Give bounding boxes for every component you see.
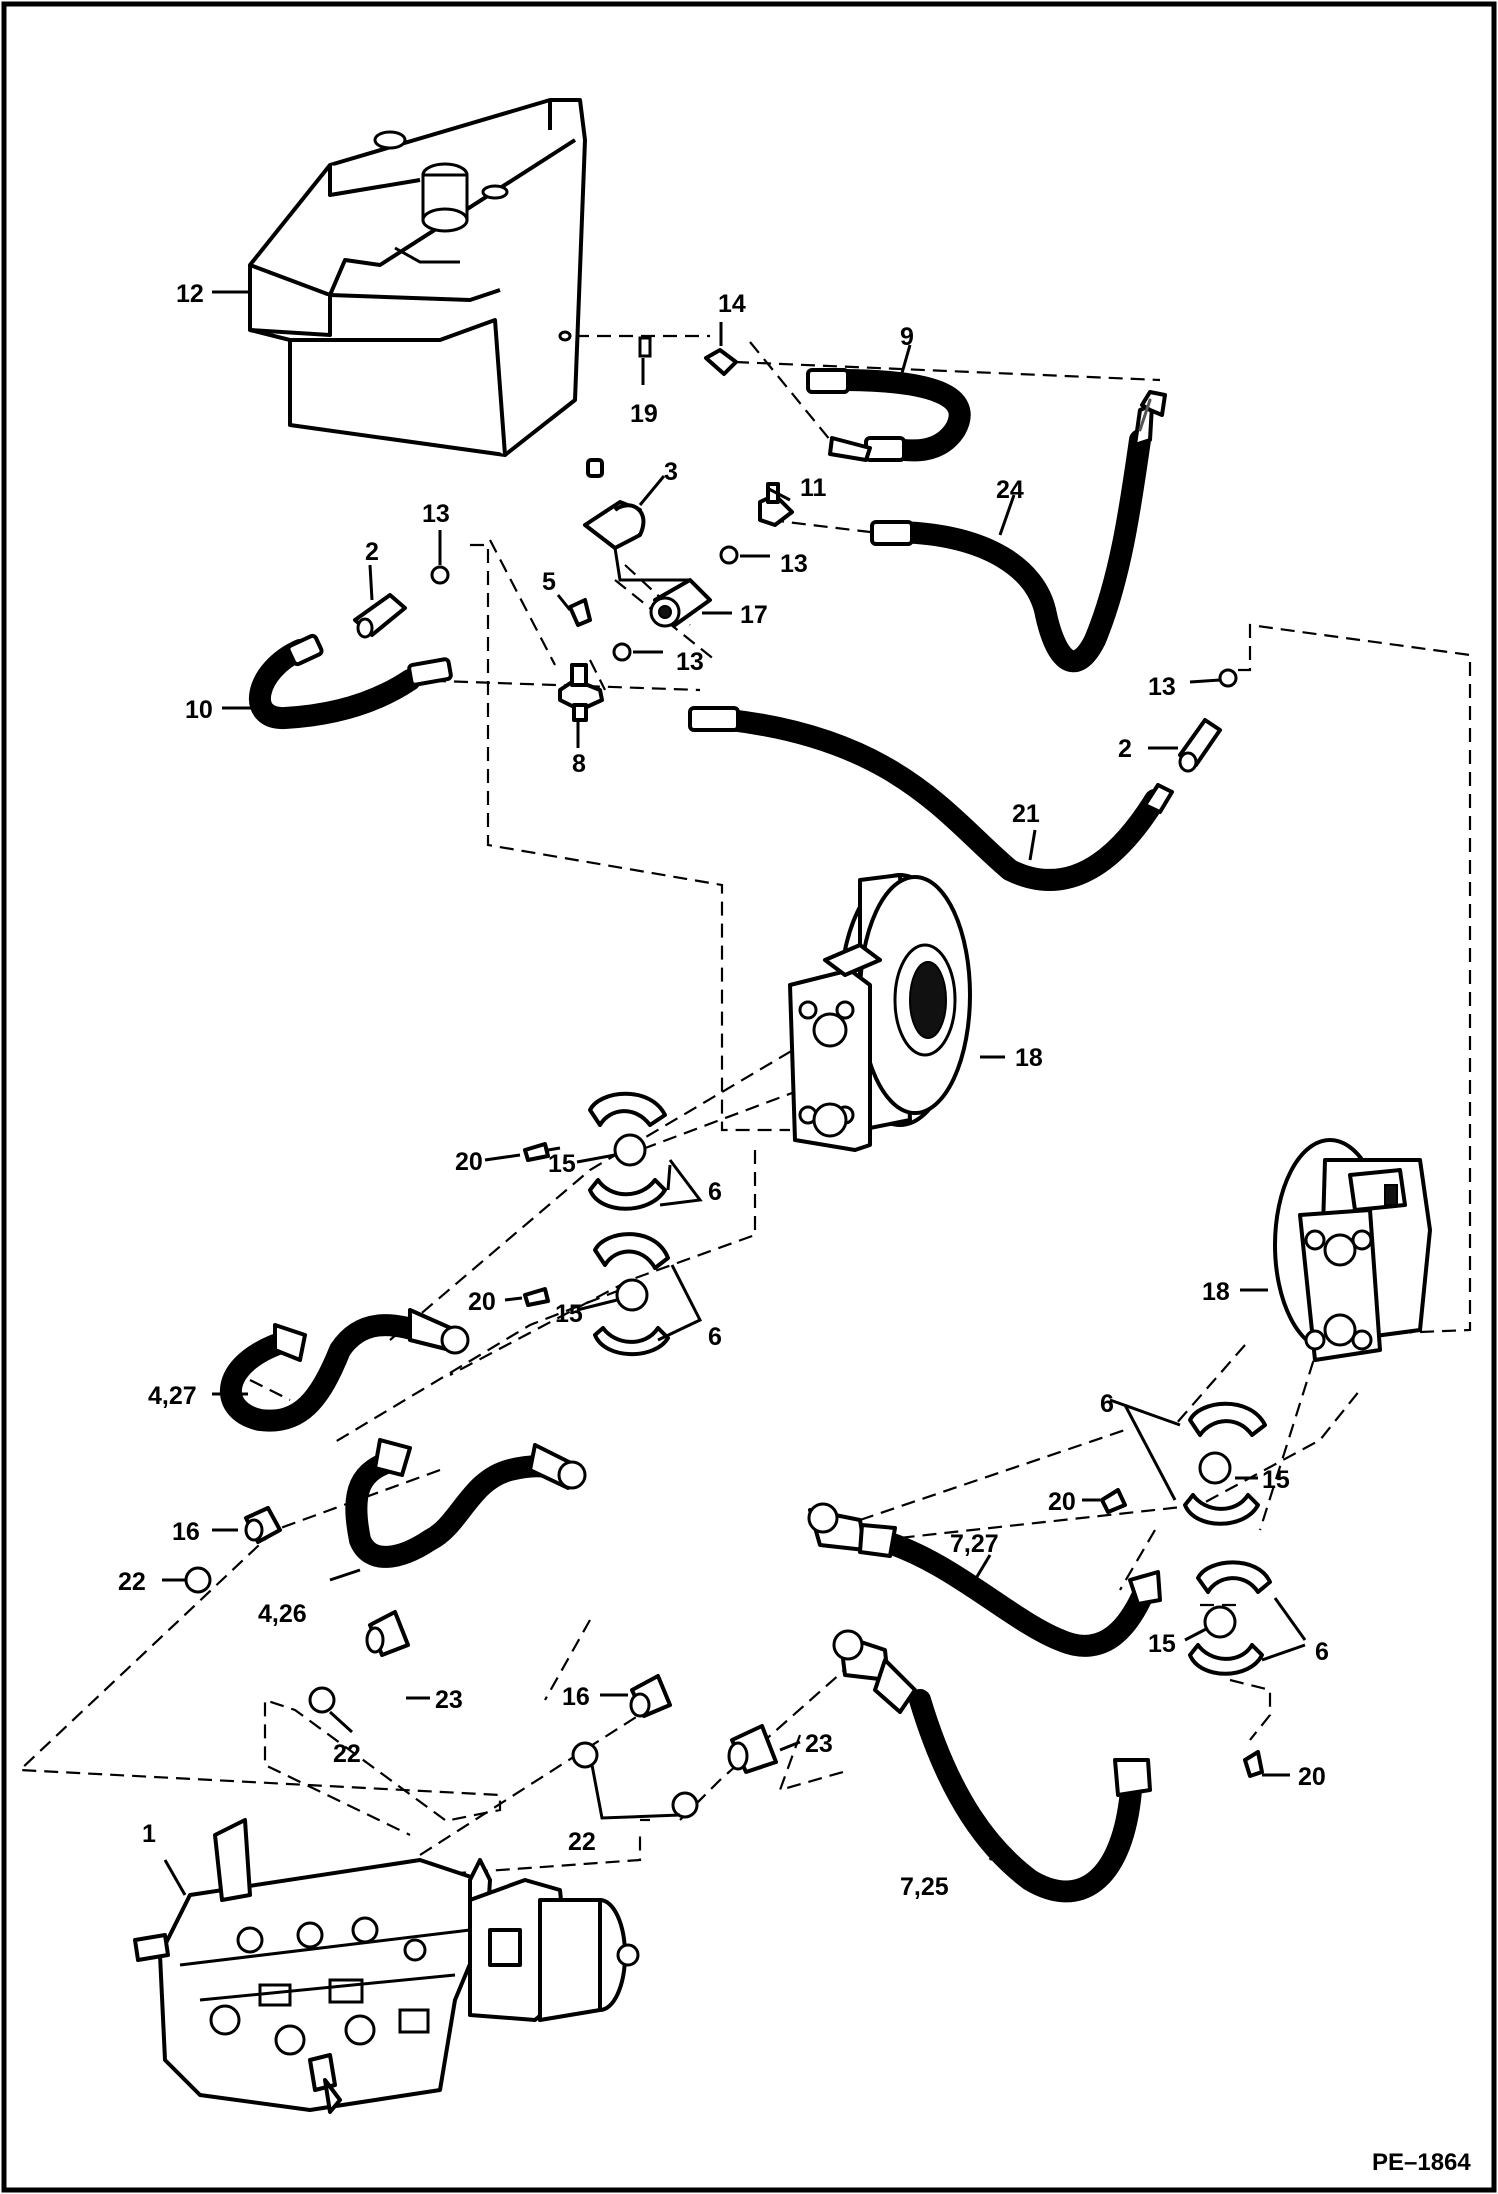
callout-12: 12 <box>176 280 204 308</box>
callout-11: 11 <box>800 474 827 502</box>
callout-7-25: 7,25 <box>900 1873 949 1901</box>
callout-16-a: 16 <box>172 1518 200 1546</box>
callout-8: 8 <box>572 750 586 778</box>
o-ring-22-right <box>571 1741 699 1819</box>
hose-7-27 <box>807 1502 1162 1657</box>
callout-13-c: 13 <box>676 648 704 676</box>
clamp-3 <box>583 458 646 550</box>
hydrostatic-pump-1 <box>133 1818 640 2114</box>
hose-21 <box>688 706 1174 891</box>
callout-15-d: 15 <box>1148 1630 1176 1658</box>
callout-18-a: 18 <box>1015 1044 1043 1072</box>
flange-kit-right <box>1100 1401 1272 1778</box>
fitting-14 <box>704 348 738 376</box>
callout-18-b: 18 <box>1202 1278 1230 1306</box>
tee-fitting-11 <box>758 482 794 527</box>
adapter-2-right <box>1178 718 1222 773</box>
callout-2-b: 2 <box>1118 735 1132 763</box>
routing-dashed-lines <box>17 334 1472 1877</box>
callout-23-a: 23 <box>435 1686 463 1714</box>
hose-4-26 <box>345 1438 587 1568</box>
callout-15-a: 15 <box>548 1150 576 1178</box>
callout-13-a: 13 <box>422 500 450 528</box>
callout-13-d: 13 <box>1148 673 1176 701</box>
hose-7-25 <box>832 1629 1152 1903</box>
callout-19: 19 <box>630 400 658 428</box>
callout-6-d: 6 <box>1315 1638 1329 1666</box>
callout-4-26: 4,26 <box>258 1600 307 1628</box>
adapter-23-right <box>727 1724 778 1774</box>
drive-motor-18-upper <box>788 873 972 1152</box>
adapter-23-left <box>365 1610 410 1657</box>
cap-5 <box>568 598 592 627</box>
callout-20-c: 20 <box>1048 1488 1076 1516</box>
callout-15-b: 15 <box>555 1300 583 1328</box>
callout-6-a: 6 <box>708 1178 722 1206</box>
callout-13-b: 13 <box>780 550 808 578</box>
callout-10: 10 <box>185 696 213 724</box>
o-ring-13 <box>430 545 1238 688</box>
callout-4-27: 4,27 <box>148 1382 197 1410</box>
callout-22-c: 22 <box>568 1828 596 1856</box>
drawing-code: PE–1864 <box>1372 2149 1471 2176</box>
callout-6-b: 6 <box>708 1323 722 1351</box>
callout-20-d: 20 <box>1298 1763 1326 1791</box>
flange-kit-upper <box>523 1091 670 1357</box>
callout-1: 1 <box>142 1820 156 1848</box>
check-valve-17 <box>613 547 712 628</box>
fitting-19 <box>638 336 652 358</box>
callout-16-b: 16 <box>562 1683 590 1711</box>
callout-3: 3 <box>664 458 678 486</box>
o-ring-22-left <box>184 1566 212 1594</box>
callout-17: 17 <box>740 601 768 629</box>
callout-22-a: 22 <box>118 1568 146 1596</box>
callout-21: 21 <box>1012 800 1040 828</box>
adapter-16-left <box>244 1506 282 1544</box>
callout-24: 24 <box>996 476 1024 504</box>
callout-20-b: 20 <box>468 1288 496 1316</box>
callout-9: 9 <box>900 323 914 351</box>
callout-14: 14 <box>718 290 746 318</box>
callout-20-a: 20 <box>455 1148 483 1176</box>
hydraulic-tank <box>248 98 587 457</box>
leader-lines <box>162 290 1307 1896</box>
callout-5: 5 <box>542 568 556 596</box>
callout-15-c: 15 <box>1262 1466 1290 1494</box>
tee-fitting-8 <box>558 663 604 722</box>
callout-22-b: 22 <box>333 1740 361 1768</box>
adapter-16-right <box>629 1674 672 1718</box>
hose-9 <box>806 368 971 462</box>
adapter-2 <box>353 593 407 639</box>
o-ring-22-mid <box>308 1686 336 1714</box>
hose-24 <box>870 390 1167 673</box>
hose-10 <box>249 633 453 729</box>
drive-motor-18-right <box>1273 1138 1432 1362</box>
callout-6-c: 6 <box>1100 1390 1114 1418</box>
callout-2-a: 2 <box>365 538 379 566</box>
hose-4-27 <box>219 1308 470 1432</box>
callout-labels: 12 14 9 19 3 11 24 13 13 13 13 2 2 5 17 … <box>118 280 1471 2176</box>
callout-23-b: 23 <box>805 1730 833 1758</box>
callout-7-27: 7,27 <box>950 1530 999 1558</box>
